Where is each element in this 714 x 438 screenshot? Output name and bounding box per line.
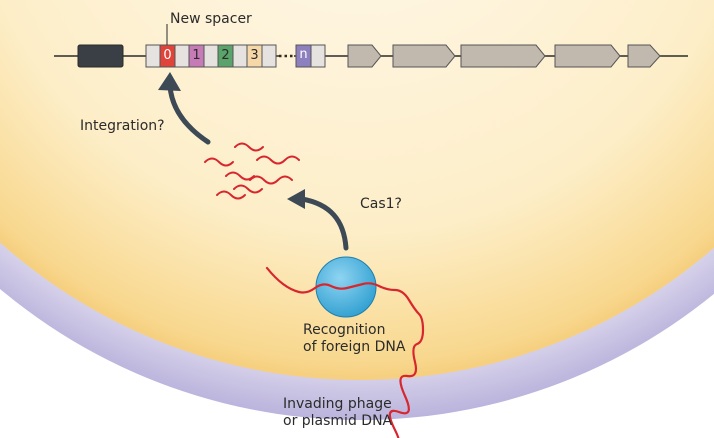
repeat [145, 44, 161, 68]
cell-cytoplasm [0, 0, 714, 380]
repeat [203, 44, 219, 68]
cas-gene-2 [392, 44, 456, 68]
cas-gene-1 [347, 44, 382, 68]
spacer-label-n: n [299, 47, 308, 62]
spacer-label-0: 0 [163, 48, 172, 63]
cas-gene-3 [460, 44, 546, 68]
recognition-label-line1: Recognition [303, 322, 386, 338]
dna-fragments [204, 142, 300, 200]
spacer-label-1: 1 [192, 48, 201, 63]
cas1-label: Cas1? [360, 196, 402, 212]
repeat [310, 44, 326, 68]
invading-label-line1: Invading phage [283, 396, 392, 412]
cas-gene-4 [554, 44, 621, 68]
cas1-arrowhead [287, 189, 305, 209]
spacer-label-3: 3 [250, 48, 259, 63]
spacer-label-2: 2 [221, 48, 230, 63]
integration-arrowhead [158, 72, 181, 91]
invading-dna [265, 266, 425, 438]
new-spacer-label: New spacer [170, 11, 252, 27]
integration-label: Integration? [80, 118, 165, 134]
cas-gene-5 [627, 44, 661, 68]
repeat [174, 44, 190, 68]
crispr-locus [54, 44, 688, 68]
repeat [261, 44, 277, 68]
recognition-label-line2: of foreign DNA [303, 339, 406, 355]
repeat [232, 44, 248, 68]
integration-arrow [167, 83, 211, 145]
cas1-arrow [299, 196, 349, 251]
leader-block [77, 44, 124, 68]
invading-label-line2: or plasmid DNA [283, 413, 393, 429]
cas-protein [315, 256, 377, 318]
